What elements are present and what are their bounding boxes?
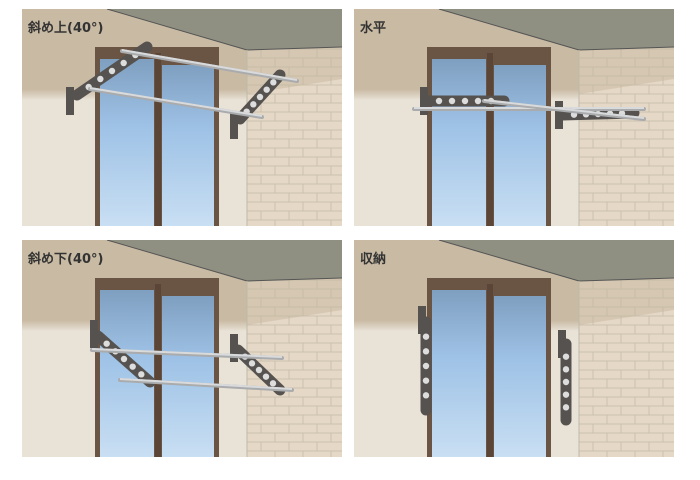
window-glass xyxy=(494,296,546,457)
window-glass xyxy=(432,290,486,457)
ceiling xyxy=(107,240,342,281)
panel-label: 斜め下(40°) xyxy=(28,252,104,267)
panel-label: 収納 xyxy=(360,252,387,267)
panel-up: 斜め上(40°) xyxy=(22,9,342,226)
window-glass xyxy=(494,65,546,226)
scene-illustration xyxy=(22,9,342,226)
scene-illustration xyxy=(354,240,674,457)
ceiling xyxy=(439,240,674,281)
window-glass xyxy=(162,65,214,226)
window-glass xyxy=(162,296,214,457)
wall-bracket xyxy=(230,111,238,139)
window-glass xyxy=(432,59,486,226)
panel-label: 斜め上(40°) xyxy=(28,21,104,36)
ceiling xyxy=(439,9,674,50)
wall-bracket xyxy=(66,87,74,115)
window-glass xyxy=(100,59,154,226)
panel-stored: 収納 xyxy=(354,240,674,457)
panel-label: 水平 xyxy=(360,21,387,36)
scene-illustration xyxy=(354,9,674,226)
panel-down: 斜め下(40°) xyxy=(22,240,342,457)
scene-illustration xyxy=(22,240,342,457)
panel-horizontal: 水平 xyxy=(354,9,674,226)
ceiling xyxy=(107,9,342,50)
